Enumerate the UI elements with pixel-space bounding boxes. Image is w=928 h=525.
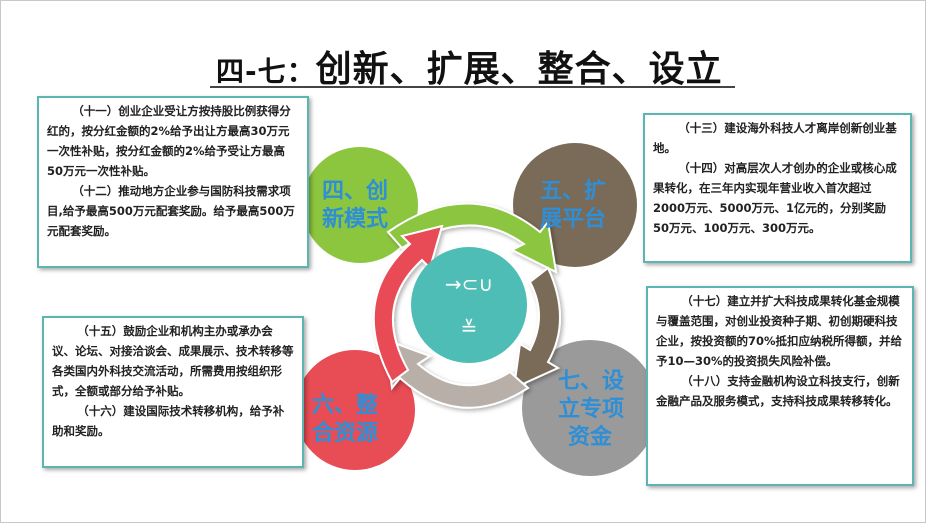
label-line: 展平台 — [540, 207, 607, 232]
policy-item-14: （十四）对高层次人才创办的企业或核心成果转化，在三年内实现年营业收入首次超过20… — [653, 161, 897, 235]
center-label: →⊂∪ ≚ — [414, 262, 524, 350]
label-line: 七、设 — [558, 369, 625, 394]
page-title: 四-七：创新、扩展、整合、设立 — [216, 40, 723, 92]
policy-box-11-12: （十一）创业企业受让方按持股比例获得分红的，按分红金额的2%给予出让方最高30万… — [37, 96, 309, 268]
title-main: 创新、扩展、整合、设立 — [315, 49, 723, 90]
label-line: 四、创 — [322, 179, 389, 204]
circle-bottom-left — [295, 350, 415, 470]
arrow-green — [386, 202, 558, 274]
policy-box-15-16: （十五）鼓励企业和机构主办或承办会议、论坛、对接洽谈会、成果展示、技术转移等各类… — [42, 316, 304, 468]
label-expand-platform: 五、扩 展平台 — [540, 178, 606, 234]
policy-box-17-18: （十七）建立并扩大科技成果转化基金规模与覆盖范围，对创业投资种子期、初创期硬科技… — [646, 286, 914, 486]
center-circle — [411, 247, 527, 363]
center-label-line2: ≚ — [460, 316, 478, 340]
label-line: 五、扩 — [540, 179, 607, 204]
policy-item-12: （十二）推动地方企业参与国防科技需求项目,给予最高500万元配套奖励。给予最高5… — [47, 184, 295, 238]
label-line: 六、整 — [312, 393, 379, 418]
label-line: 合资源 — [312, 421, 379, 446]
center-label-line1: →⊂∪ — [444, 272, 494, 296]
policy-item-15: （十五）鼓励企业和机构主办或承办会议、论坛、对接洽谈会、成果展示、技术转移等各类… — [52, 324, 294, 398]
label-line: 资金 — [568, 425, 613, 450]
label-line: 新模式 — [322, 207, 389, 232]
policy-item-18: （十八）支持金融机构设立科技支行，创新金融产品及服务模式，支持科技成果转移转化。 — [656, 374, 900, 408]
policy-item-13: （十三）建设海外科技人才离岸创新创业基地。 — [653, 121, 897, 155]
label-innovation-mode: 四、创 新模式 — [322, 178, 388, 234]
arrow-red — [372, 224, 444, 384]
policy-item-16: （十六）建设国际技术转移机构，给予补助和奖励。 — [52, 404, 285, 438]
label-line: 立专项 — [558, 397, 625, 422]
circle-bottom-right — [522, 340, 658, 476]
policy-item-11: （十一）创业企业受让方按持股比例获得分红的，按分红金额的2%给予出让方最高30万… — [47, 104, 291, 178]
title-prefix: 四-七： — [216, 55, 316, 88]
arrow-brown — [512, 266, 561, 390]
label-special-fund: 七、设 立专项 资金 — [558, 368, 624, 452]
policy-item-17: （十七）建立并扩大科技成果转化基金规模与覆盖范围，对创业投资种子期、初创期硬科技… — [656, 294, 903, 368]
title-underline — [210, 86, 735, 88]
label-integrate-resources: 六、整 合资源 — [312, 392, 378, 448]
policy-box-13-14: （十三）建设海外科技人才离岸创新创业基地。 （十四）对高层次人才创办的企业或核心… — [643, 113, 912, 263]
